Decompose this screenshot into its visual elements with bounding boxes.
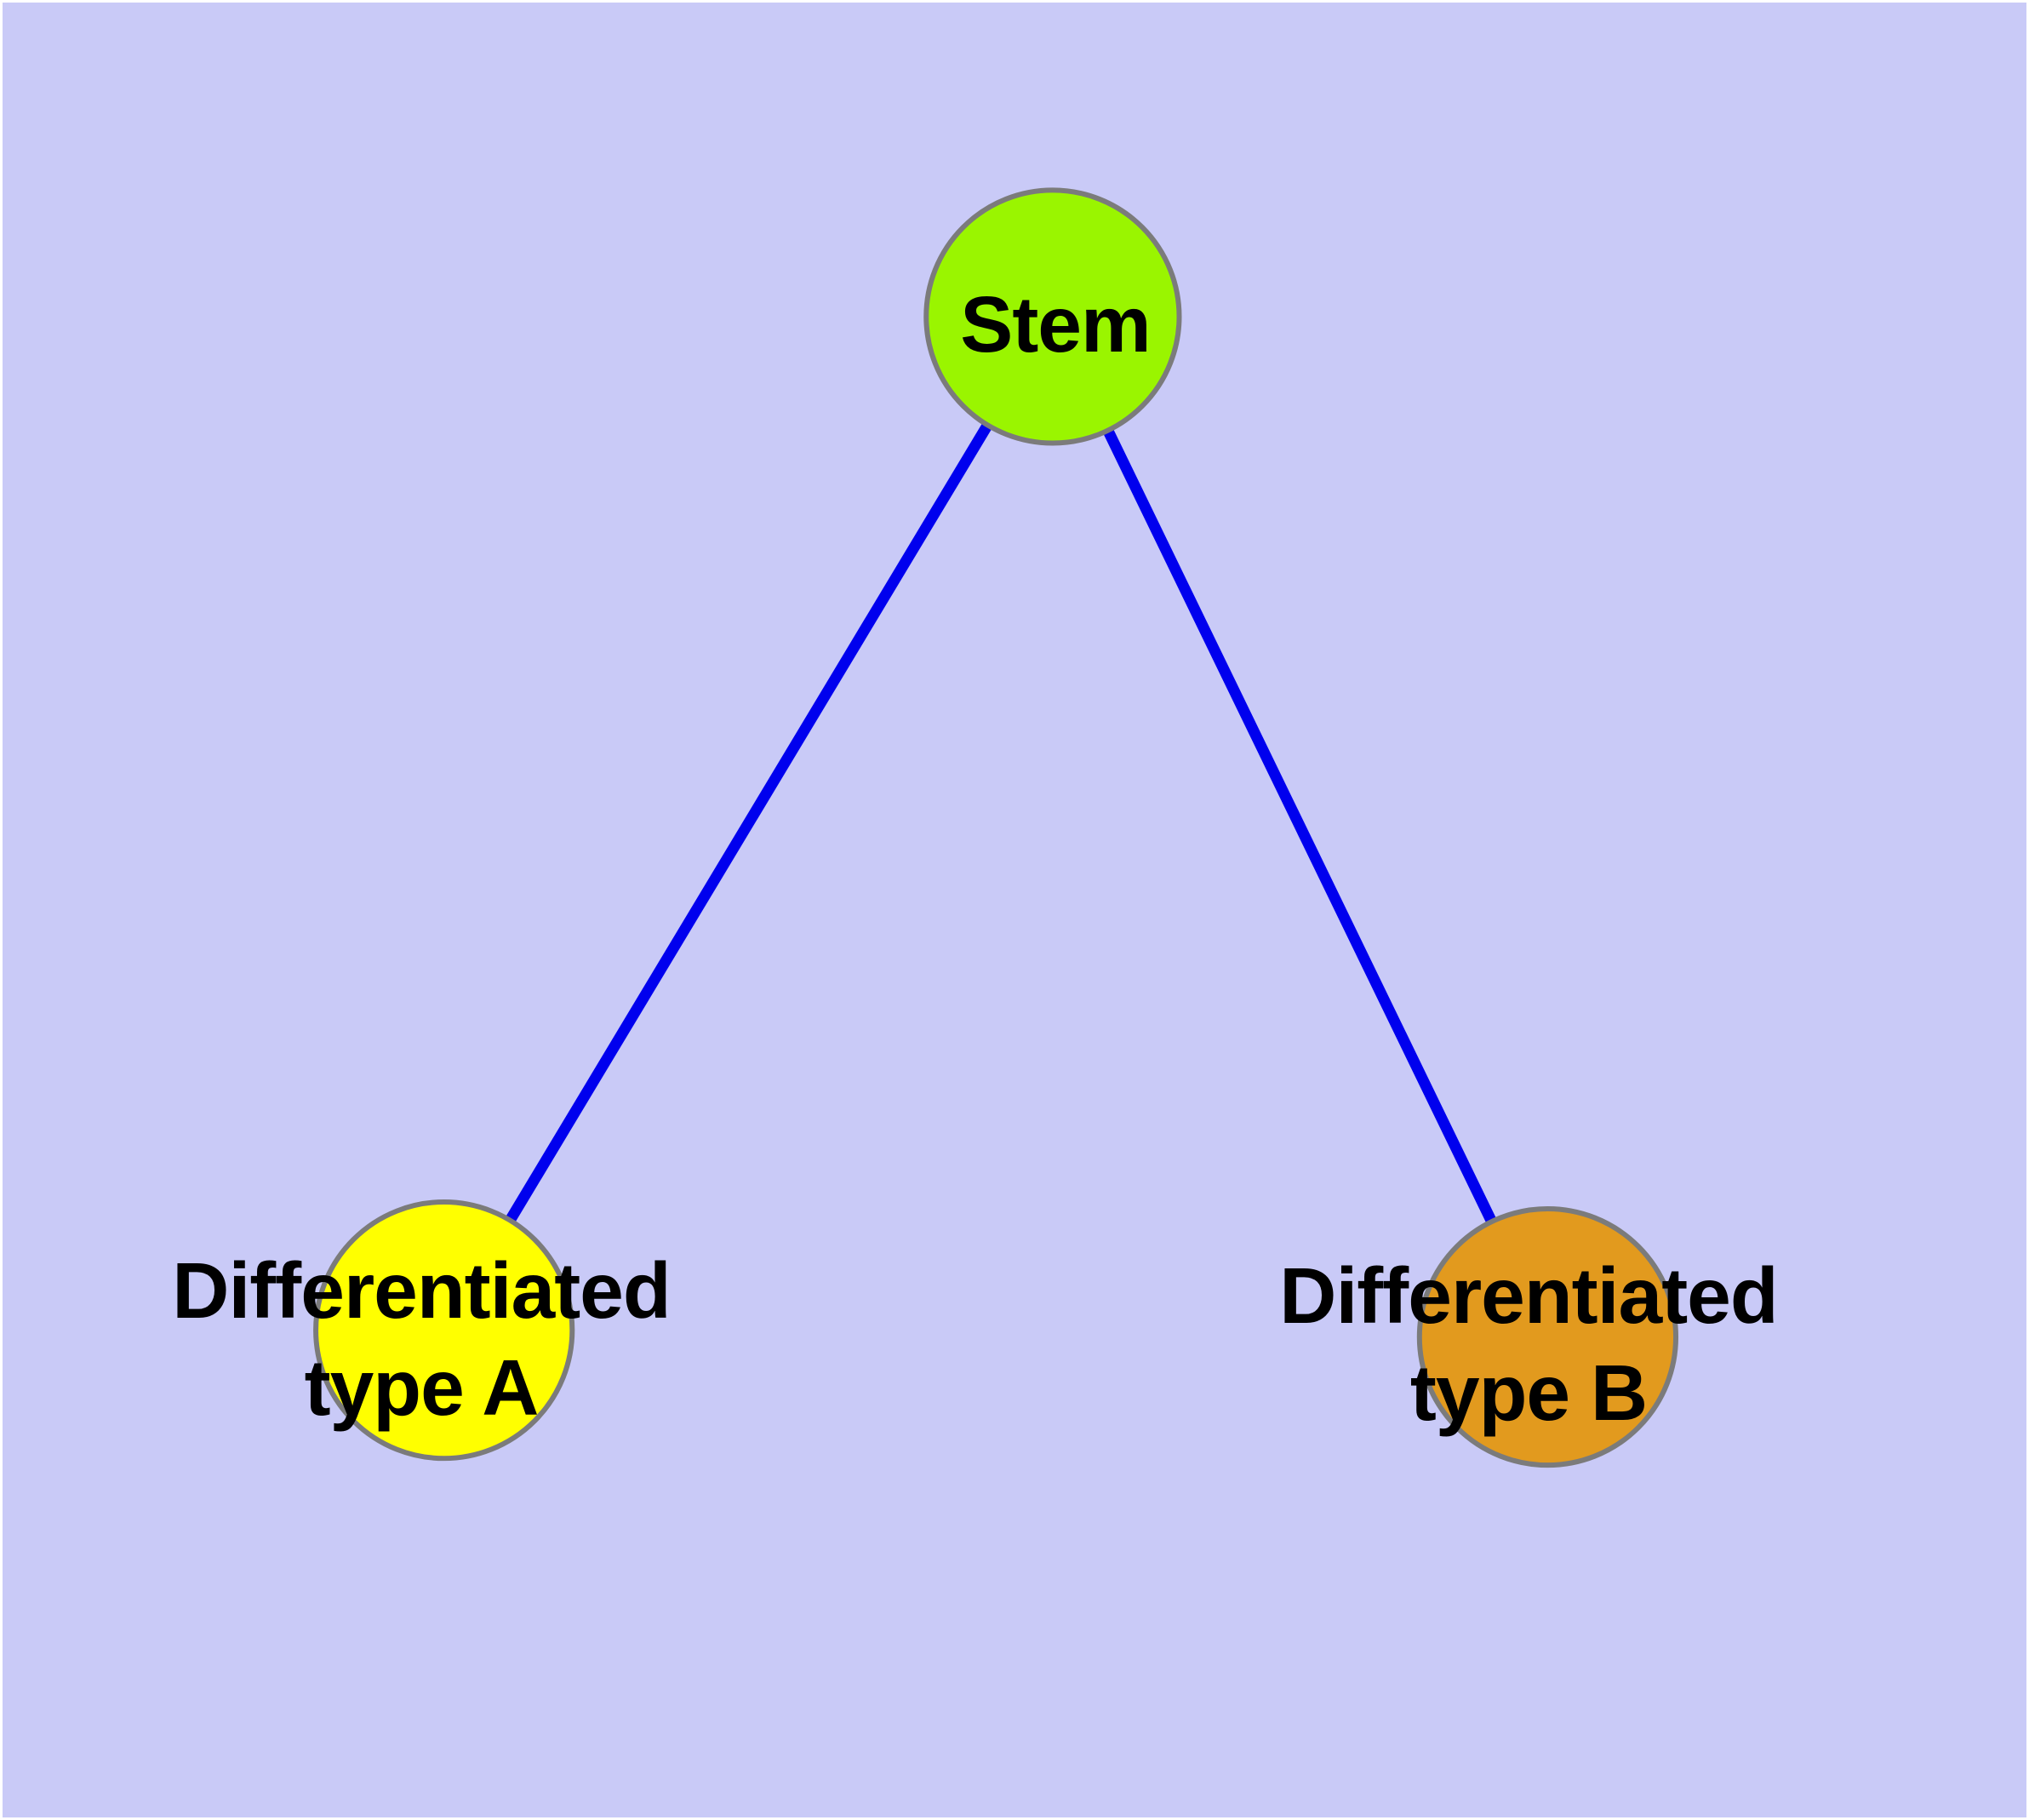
edge-stem-to-diff-type-b (1048, 314, 1553, 1340)
node-diff-type-b-circle (1416, 1206, 1679, 1468)
node-diff-type-a-circle (313, 1199, 575, 1462)
graph-layer (313, 187, 1679, 1468)
node-stem-circle (923, 187, 1182, 446)
edge-stem-to-diff-type-a (439, 313, 1058, 1333)
